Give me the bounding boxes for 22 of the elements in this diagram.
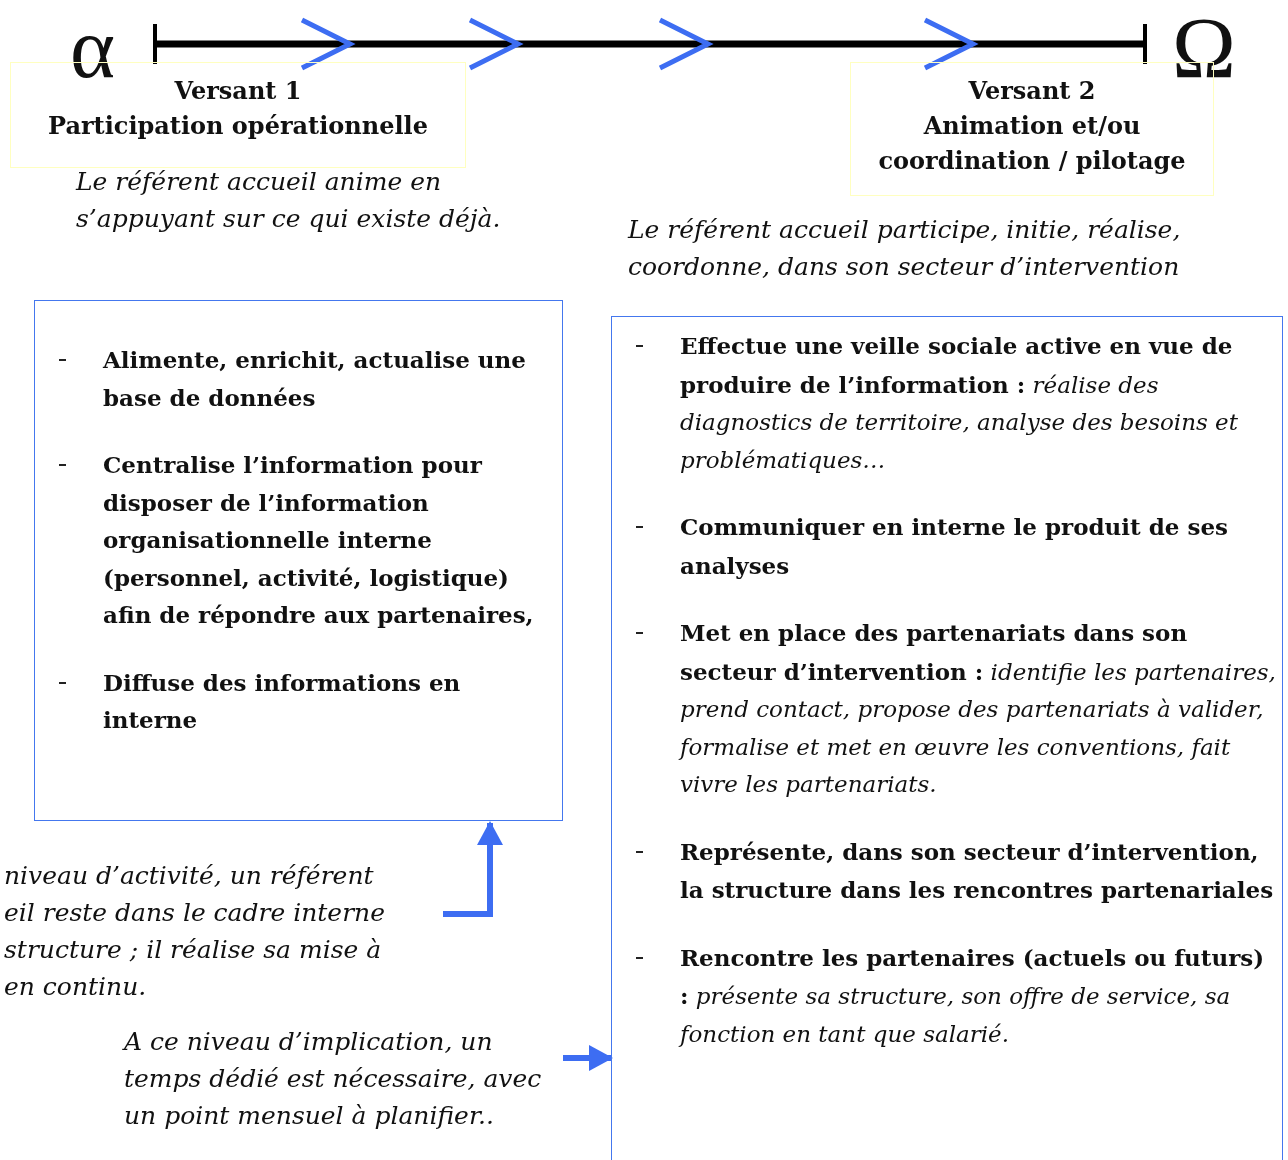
- bullet-text: Diffuse des informations en interne: [103, 668, 461, 733]
- arrow: [443, 821, 503, 917]
- arrow: [563, 1045, 613, 1071]
- alpha-symbol: α: [70, 8, 140, 80]
- stage-subtitle: Participation opérationnelle: [47, 110, 429, 142]
- bullet-text: Communiquer en interne le produit de ses analyses: [680, 514, 1228, 579]
- stage-subtitle: Animation et/ou coordination / pilotage: [877, 110, 1187, 177]
- task-list-box: [611, 316, 1283, 1160]
- description-text: Le référent accueil anime en s’appuyant sur ce qui existe déjà.: [76, 166, 502, 235]
- bullet-text: Représente, dans son secteur d’intervention, la structure dans les rencontres partenariales: [680, 838, 1274, 903]
- note-text: niveau d’activité, un référent eil reste dans le cadre interne structure ; il réalise sa mise à en continu.: [4, 857, 404, 1007]
- stage-title: Versant 1: [173, 75, 303, 107]
- bullet-text: Centralise l’information pour disposer de l’information organisationnelle interne (personnel, activité, logistique) afin de répondre aux partenaires,: [103, 451, 534, 628]
- note-text: A ce niveau d’implication, un temps dédié est nécessaire, avec un point mensuel à planifier..: [124, 1023, 564, 1138]
- omega-symbol: Ω: [1172, 8, 1248, 80]
- task-list-box: [34, 300, 563, 821]
- stage-title: Versant 2: [967, 75, 1097, 107]
- bullet-text: Met en place des partenariats dans son secteur d’intervention : identifie les partenaires, prend contact, propose des partenariats à valider, formalise et met en œuvre les conventions, fait vivre les partenariats.: [680, 620, 1276, 797]
- bullet-text: Effectue une veille sociale active en vue de produire de l’information : réalise des diagnostics de territoire, analyse des besoins et problématiques…: [680, 333, 1238, 473]
- description-text: Le référent accueil participe, initie, réalise, coordonne, dans son secteur d’intervention: [628, 214, 1182, 283]
- bullet-text: Alimente, enrichit, actualise une base de données: [103, 346, 526, 411]
- bullet-text: Rencontre les partenaires (actuels ou futurs) : présente sa structure, son offre de service, sa fonction en tant que salarié.: [680, 944, 1265, 1047]
